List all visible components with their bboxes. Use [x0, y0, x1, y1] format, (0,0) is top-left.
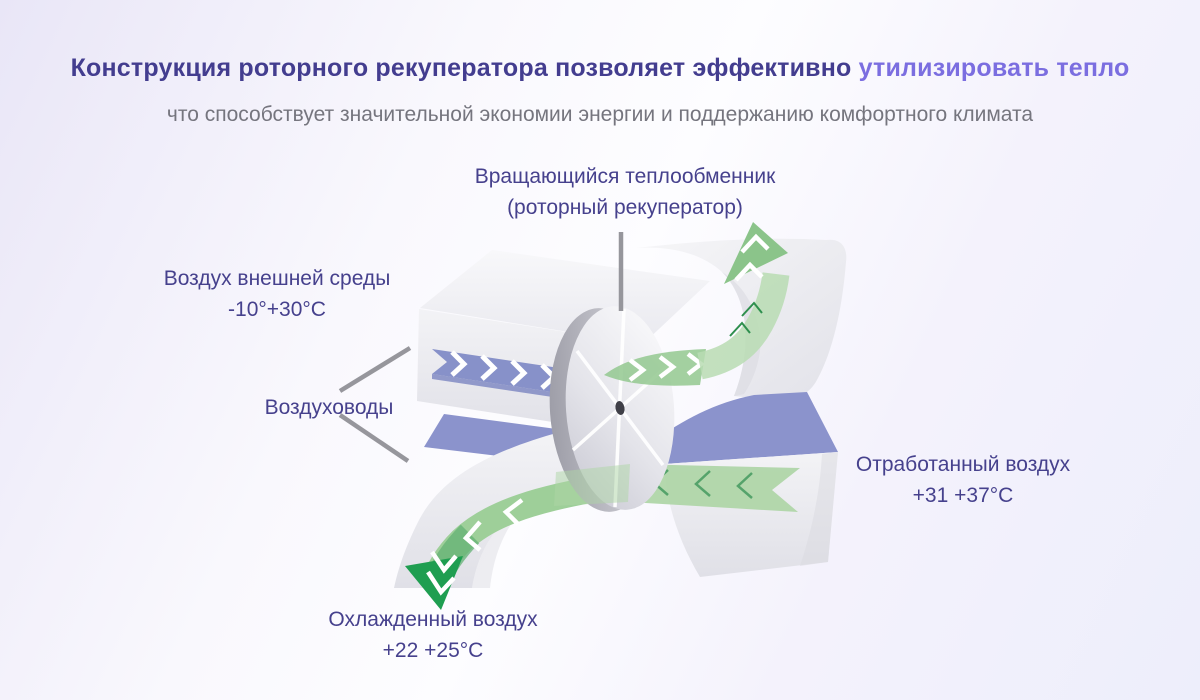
- label-exhaust-air: Отработанный воздух +31 +37°C: [856, 449, 1070, 511]
- label-cooled-temp: +22 +25°C: [382, 639, 484, 662]
- label-rotor-line2: (роторный рекуператор): [507, 196, 743, 219]
- page-title-main: Конструкция роторного рекуператора позво…: [70, 54, 859, 82]
- label-exhaust-temp: +31 +37°C: [912, 484, 1014, 507]
- exhaust-air-band: [628, 464, 800, 512]
- label-ducts: Воздуховоды: [265, 392, 394, 423]
- label-outdoor-temp: -10°+30°C: [228, 298, 326, 321]
- label-rotor: Вращающийся теплообменник (роторный реку…: [475, 161, 776, 223]
- pointer-lines: [338, 232, 624, 463]
- label-exhaust-line1: Отработанный воздух: [855, 453, 1071, 476]
- chevron-down-icon: [426, 498, 524, 596]
- wheel-axis-dot: [615, 401, 625, 415]
- supply-outlet-duct: [636, 238, 847, 399]
- page-title-accent: утилизировать тепло: [858, 54, 1130, 82]
- exhaust-duct-blue-top: [650, 392, 838, 464]
- page-title: Конструкция роторного рекуператора позво…: [0, 54, 1200, 83]
- supply-air-band: [604, 349, 706, 386]
- chevron-up-icon: [734, 233, 770, 282]
- supply-air-arrow: [696, 222, 790, 380]
- page-subtitle: что способствует значительной экономии э…: [166, 103, 1034, 126]
- exhaust-band-over-wheel: [554, 464, 630, 506]
- label-ducts-text: Воздуховоды: [264, 396, 394, 419]
- pointer-line-ducts-upper: [338, 346, 412, 393]
- outdoor-air-ribbon: [432, 349, 566, 399]
- pointer-line-ducts-lower: [338, 413, 410, 463]
- label-outdoor-air: Воздух внешней среды -10°+30°C: [164, 263, 391, 325]
- chevron-right-icon: [450, 350, 558, 390]
- label-cooled-air: Охлажденный воздух +22 +25°C: [328, 604, 537, 666]
- arrow-up-icon: [724, 222, 788, 284]
- label-cooled-line1: Охлажденный воздух: [328, 608, 538, 631]
- label-rotor-line1: Вращающийся теплообменник: [474, 165, 776, 188]
- label-outdoor-line1: Воздух внешней среды: [163, 267, 391, 290]
